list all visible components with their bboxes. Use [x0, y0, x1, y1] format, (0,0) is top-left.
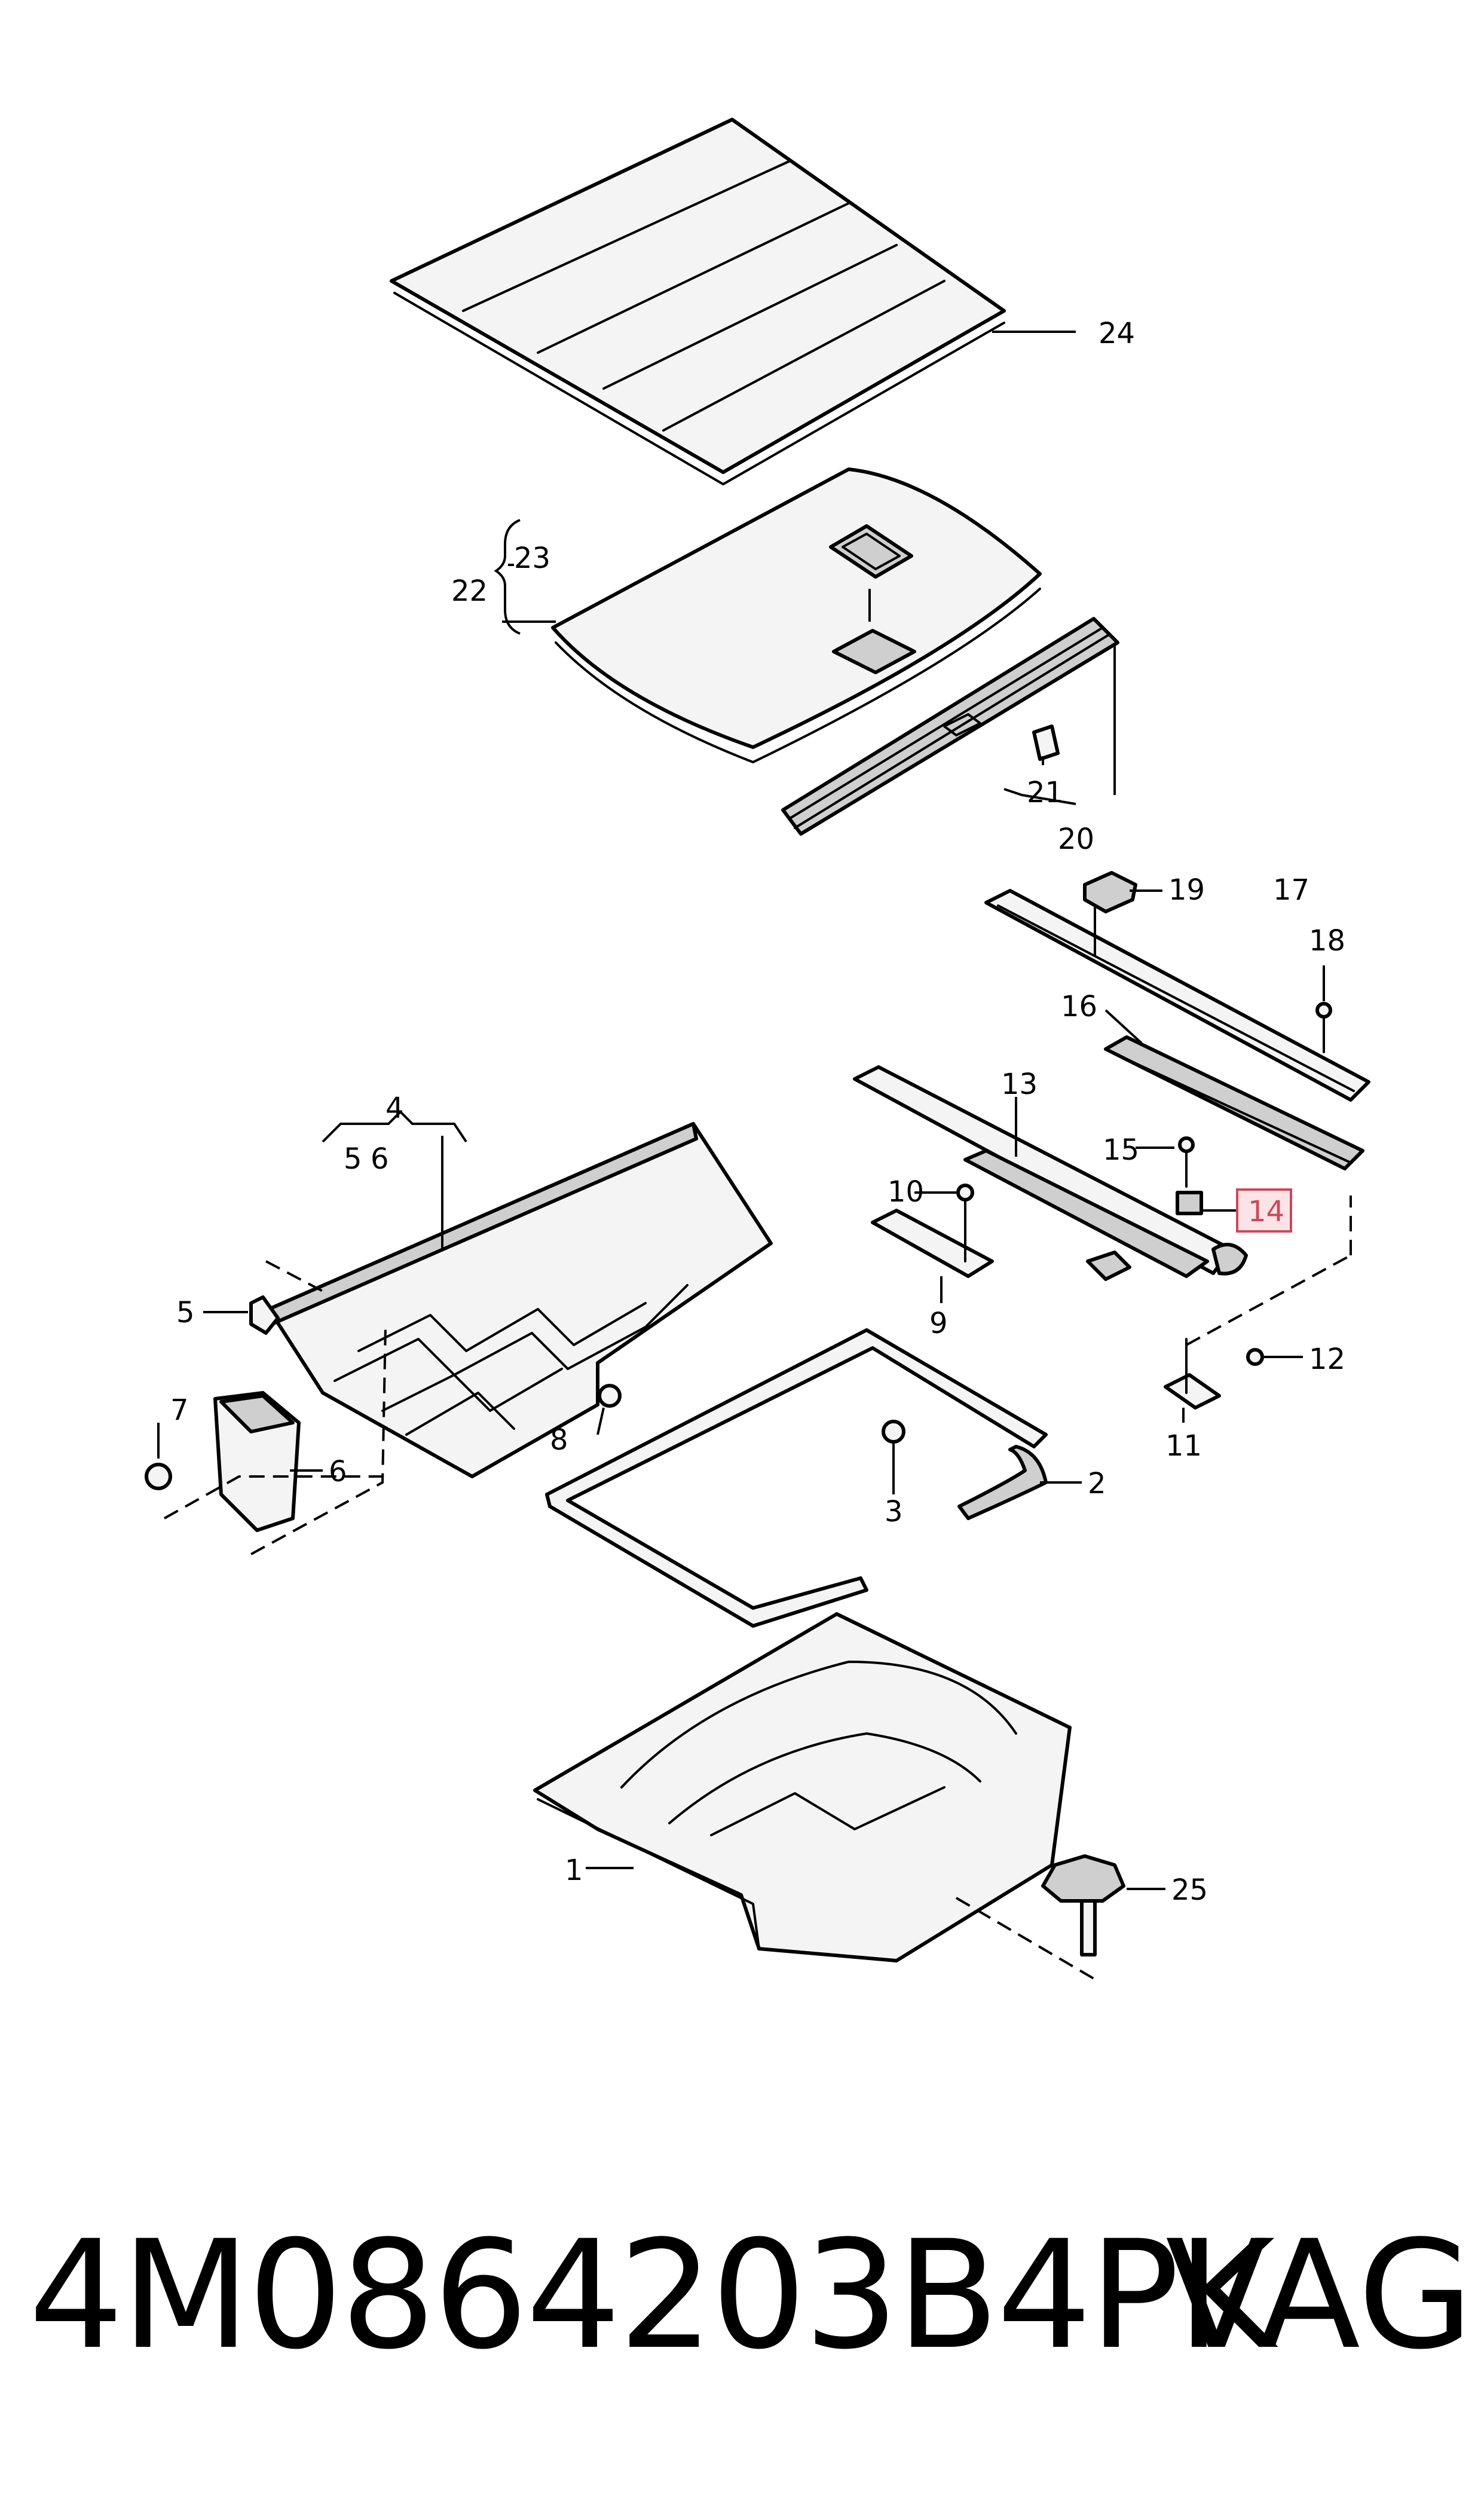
part-16-bracket-rail	[1104, 1009, 1364, 1170]
callout-25: 25	[1171, 1873, 1208, 1907]
part-number: 4M0864203B4PK	[29, 2208, 1275, 2382]
part-3-push-clip	[882, 1420, 905, 1494]
callout-5-group: 5	[344, 1142, 362, 1176]
callout-3: 3	[885, 1495, 903, 1528]
callout-8: 8	[550, 1423, 568, 1457]
callout-24: 24	[1099, 317, 1135, 350]
part-6-side-bin	[145, 1326, 387, 1555]
callout-17: 17	[1273, 873, 1309, 907]
callout-6-group: 6	[371, 1142, 389, 1176]
callout-9: 9	[929, 1307, 948, 1340]
callout-7: 7	[170, 1393, 189, 1427]
callout-1: 1	[565, 1854, 583, 1887]
callout-12: 12	[1309, 1343, 1345, 1376]
callout-18: 18	[1309, 924, 1345, 958]
part-18-screw	[1315, 965, 1332, 1053]
callout-20: 20	[1058, 823, 1094, 856]
callout-labels: 24 23 22 21 20 19 17 18 16 13 15 14 10 9…	[170, 317, 1345, 1907]
callout-10: 10	[888, 1175, 924, 1209]
brand-name: VAG	[1165, 2208, 1474, 2382]
part-22-load-floor	[502, 467, 1042, 763]
callout-13: 13	[1001, 1068, 1038, 1101]
part-5-clip	[203, 1260, 323, 1335]
callout-16: 16	[1061, 990, 1097, 1023]
part-20-sill-trim	[781, 617, 1119, 836]
group-brackets	[494, 519, 521, 635]
callout-14: 14	[1248, 1195, 1284, 1228]
part-2-frame-seal	[545, 1328, 1082, 1628]
part-8-push-clip	[596, 1384, 622, 1435]
callout-14-highlight	[1236, 1188, 1292, 1233]
part-4-storage-tray	[267, 1110, 773, 1478]
callout-15: 15	[1103, 1133, 1139, 1167]
callout-11: 11	[1165, 1429, 1202, 1463]
part-17-rail-upper	[984, 871, 1370, 1102]
part-13-cover-cassette	[853, 1065, 1248, 1281]
callout-22: 22	[451, 574, 488, 608]
part-25-hold-down	[955, 1854, 1165, 1980]
callout-2: 2	[1088, 1467, 1106, 1500]
part-1-wheel-well	[533, 1612, 1072, 1962]
callout-23: 23	[514, 542, 550, 575]
part-24-floor-cover	[390, 118, 1076, 485]
footer: 4M0864203B4PK VAG	[0, 2206, 1484, 2385]
part-11-lower-bracket	[1164, 1196, 1352, 1423]
part-9-bracket	[871, 1184, 994, 1303]
part-14-clip	[1136, 1136, 1237, 1215]
callout-21: 21	[1027, 776, 1063, 809]
callout-4: 4	[385, 1092, 404, 1125]
callout-5: 5	[176, 1296, 195, 1329]
callout-6: 6	[329, 1455, 347, 1488]
callout-19: 19	[1168, 873, 1205, 907]
